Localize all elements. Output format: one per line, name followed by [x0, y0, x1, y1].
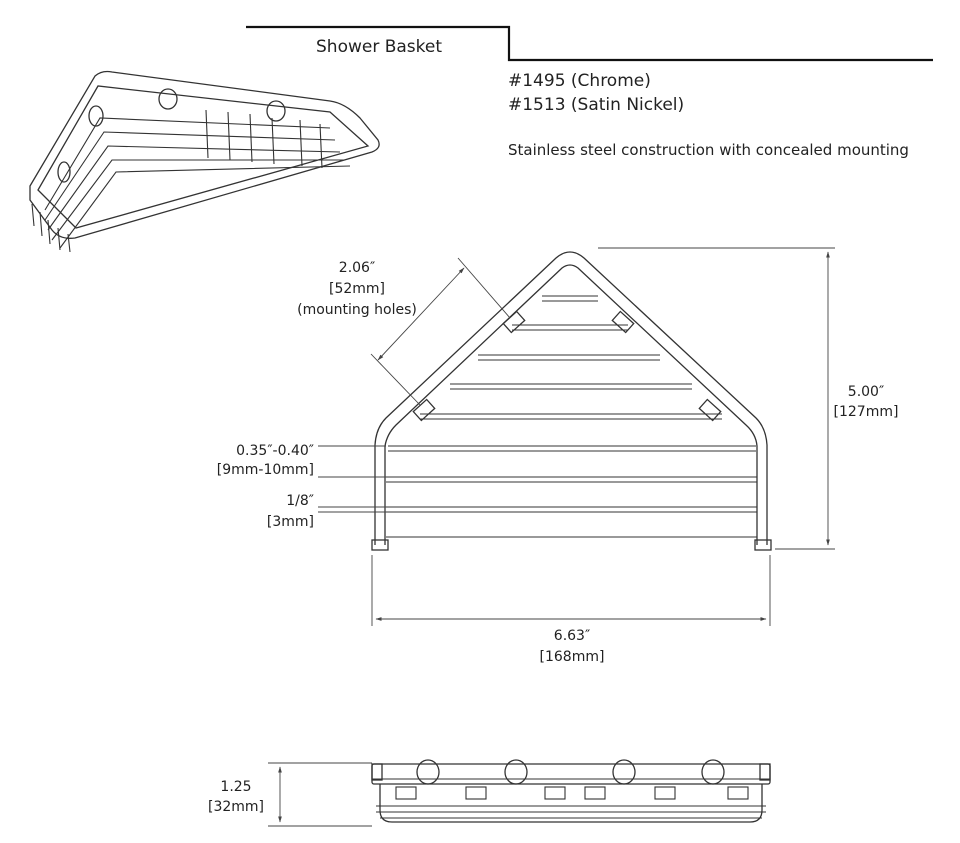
product-description: Stainless steel construction with concea…: [508, 141, 909, 159]
mounting-holes-note: (mounting holes): [297, 302, 417, 318]
bar-diameter-dimension: [318, 506, 386, 513]
header-rule: [246, 25, 933, 62]
page-title: Shower Basket: [316, 37, 442, 57]
model-chrome: #1495 (Chrome): [508, 71, 651, 91]
width-mm: [168mm]: [540, 649, 605, 665]
depth-dimension: [598, 247, 835, 550]
bar-spacing-mm: [9mm-10mm]: [217, 462, 314, 478]
basket-top-view: [371, 251, 772, 551]
basket-perspective-illustration: [29, 70, 380, 253]
width-dimension: [371, 555, 771, 626]
mounting-holes-inch: 2.06″: [339, 260, 375, 276]
mounting-holes-dimension: [370, 257, 511, 406]
bar-diameter-inch: 1/8″: [286, 493, 314, 509]
bar-spacing-dimension: [318, 445, 386, 478]
depth-inch: 5.00″: [848, 384, 884, 400]
height-inch: 1.25: [220, 779, 251, 795]
depth-mm: [127mm]: [834, 404, 899, 420]
bar-diameter-mm: [3mm]: [267, 514, 314, 530]
basket-side-view: [371, 759, 771, 823]
mounting-holes-mm: [52mm]: [329, 281, 385, 297]
width-inch: 6.63″: [554, 628, 590, 644]
bar-spacing-inch: 0.35″-0.40″: [236, 443, 314, 459]
model-satin-nickel: #1513 (Satin Nickel): [508, 95, 684, 115]
height-dimension: [268, 762, 372, 827]
height-mm: [32mm]: [208, 799, 264, 815]
